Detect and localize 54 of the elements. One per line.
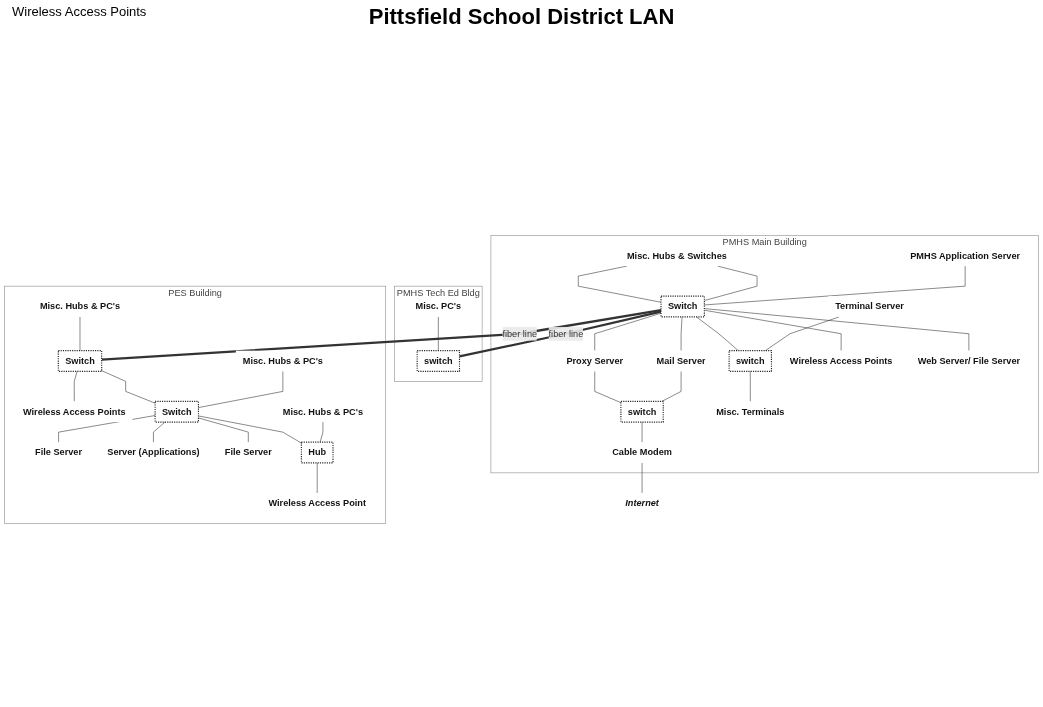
node-text: Wireless Access Points	[789, 355, 893, 366]
node-text: Misc. PC's	[415, 301, 462, 312]
connector	[704, 265, 966, 306]
connector	[594, 312, 662, 351]
node-box: switch	[620, 400, 664, 423]
node-box: Switch	[154, 400, 200, 423]
node-text: Misc. Hubs & PC's	[39, 301, 121, 312]
connector	[101, 370, 156, 404]
connector	[680, 316, 683, 351]
connector	[704, 309, 842, 351]
connector	[79, 316, 81, 351]
node-text: Misc. Terminals	[716, 406, 785, 417]
connector	[153, 421, 166, 443]
connector	[459, 310, 662, 358]
node-text: PMHS Application Server	[910, 250, 1021, 261]
connector	[641, 421, 643, 443]
connector	[438, 316, 439, 351]
node-text: Server (Applications)	[107, 447, 200, 458]
edge-label: fiber line	[548, 328, 584, 339]
connector	[198, 415, 302, 444]
node-text: Wireless Access Points	[22, 406, 126, 417]
connector	[661, 371, 682, 402]
connector	[750, 371, 751, 402]
connector	[765, 316, 840, 351]
connector	[704, 265, 758, 301]
node-text: Cable Modem	[612, 447, 672, 458]
node-text: Terminal Server	[835, 301, 904, 312]
connector	[704, 308, 970, 351]
connector	[198, 371, 284, 408]
note-text: Wireless Access Points	[12, 4, 148, 19]
node-text: Misc. Hubs & PC's	[282, 406, 364, 417]
diagram-title: Pittsfield School District LAN	[367, 4, 676, 30]
connector	[101, 309, 662, 361]
node-text: Internet	[625, 498, 659, 508]
node-text: File Server	[224, 447, 272, 458]
connector	[316, 462, 318, 494]
node-box: Hub	[300, 441, 334, 464]
connector	[73, 371, 78, 402]
node-box: switch	[728, 350, 773, 372]
node-box: switch	[416, 350, 461, 372]
node-text: Mail Server	[656, 355, 706, 366]
node-text: Misc. Hubs & Switches	[626, 250, 727, 261]
connector	[198, 417, 249, 443]
node-text: File Server	[35, 447, 83, 458]
connector	[578, 265, 662, 303]
node-text: Wireless Access Point	[268, 498, 366, 508]
node-text: Web Server/ File Server	[917, 355, 1021, 366]
node-box: Switch	[660, 295, 705, 318]
edge-label: fiber line	[502, 328, 538, 339]
connector	[696, 316, 739, 351]
node-text: Proxy Server	[566, 355, 624, 366]
node-box: Switch	[57, 350, 103, 372]
connector	[58, 415, 156, 443]
connector	[319, 421, 324, 443]
